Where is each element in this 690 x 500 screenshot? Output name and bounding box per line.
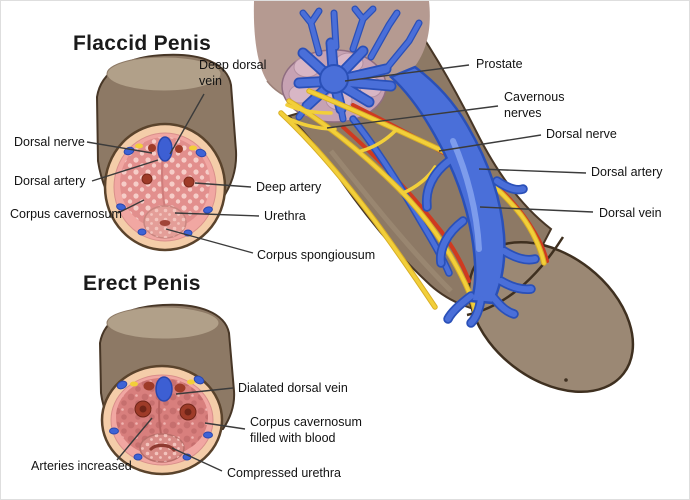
label-cavernous-nerves: Cavernous nerves [504,90,565,121]
label-dorsal-nerve-flaccid: Dorsal nerve [14,135,85,149]
label-dialated-dorsal-vein: Dialated dorsal vein [238,381,348,395]
erect-shaft-cap [106,306,220,340]
label-urethra: Urethra [264,209,306,223]
leader-urethra [174,212,260,217]
flaccid-deep-dorsal-vein [157,136,173,162]
leader-deep-dorsal-vein [169,93,205,155]
flaccid-nerve-fleck-right [189,145,197,151]
leader-deep-artery [194,182,252,188]
erect-dorsal-artery-dot-right [174,383,186,393]
erect-dilated-dorsal-vein [155,376,173,402]
flaccid-shaft-cap [106,56,222,92]
flaccid-deep-artery-left [141,173,153,185]
label-dorsal-nerve: Dorsal nerve [546,127,617,141]
leader-dorsal-artery-flaccid [91,159,159,182]
leader-dialated-dorsal-vein [175,387,234,395]
leader-cavernosum-blood [204,422,246,430]
flaccid-urethra [159,220,171,226]
erect-rim-veins [109,375,213,461]
erect-nerve-fleck-left [130,381,138,387]
vein-highlight [450,138,482,252]
leader-lines [86,64,594,472]
erect-nerve-fleck-right [187,379,195,385]
label-prostate: Prostate [476,57,523,71]
label-compressed-urethra: Compressed urethra [227,466,341,480]
leader-dorsal-nerve-flaccid [86,141,153,154]
dorsal-vein-trunk [388,65,540,328]
sagittal-shaft-highlight [329,149,453,293]
leader-corpus-spongiousum [165,228,254,254]
erect-dorsal-artery-dot-left [143,381,155,391]
label-corpus-cavernosum: Corpus cavernosum [10,207,122,221]
glans-dot [564,378,568,382]
leader-prostate [344,64,470,82]
leader-dorsal-vein [479,206,594,213]
label-corpus-spongiousum: Corpus spongiousum [257,248,376,262]
leader-dorsal-nerve [438,134,542,152]
erect-cavernosum-texture [116,378,208,456]
label-dorsal-artery-flaccid: Dorsal artery [14,174,86,188]
erect-spongiosum-texture [140,434,184,462]
erect-illustration [98,303,236,476]
flaccid-title: Flaccid Penis [73,32,212,55]
leader-arteries-increased [116,417,153,461]
label-cavernosum-blood: Corpus cavernosum filled with blood [250,415,362,446]
erect-deep-artery-left-lumen [139,405,147,413]
label-deep-artery: Deep artery [256,180,322,194]
sagittal-illustration [253,1,635,394]
flaccid-dorsal-artery-dot-right [175,145,183,153]
leader-cavernous-nerves [326,105,499,129]
label-arteries-increased: Arteries increased [31,459,132,473]
flaccid-deep-artery-right [183,176,195,188]
flaccid-cavernosum-texture [120,137,210,229]
erect-deep-artery-right-lumen [184,408,192,416]
leader-compressed-urethra [171,447,223,472]
erect-title: Erect Penis [83,272,201,295]
leader-corpus-cavernosum [117,199,145,214]
label-deep-dorsal-vein: Deep dorsal vein [199,58,267,89]
flaccid-dorsal-artery-dot-left [148,144,156,152]
leader-dorsal-artery [478,168,587,174]
flaccid-nerve-fleck-left [135,143,143,149]
label-dorsal-vein: Dorsal vein [599,206,662,220]
label-dorsal-artery: Dorsal artery [591,165,663,179]
